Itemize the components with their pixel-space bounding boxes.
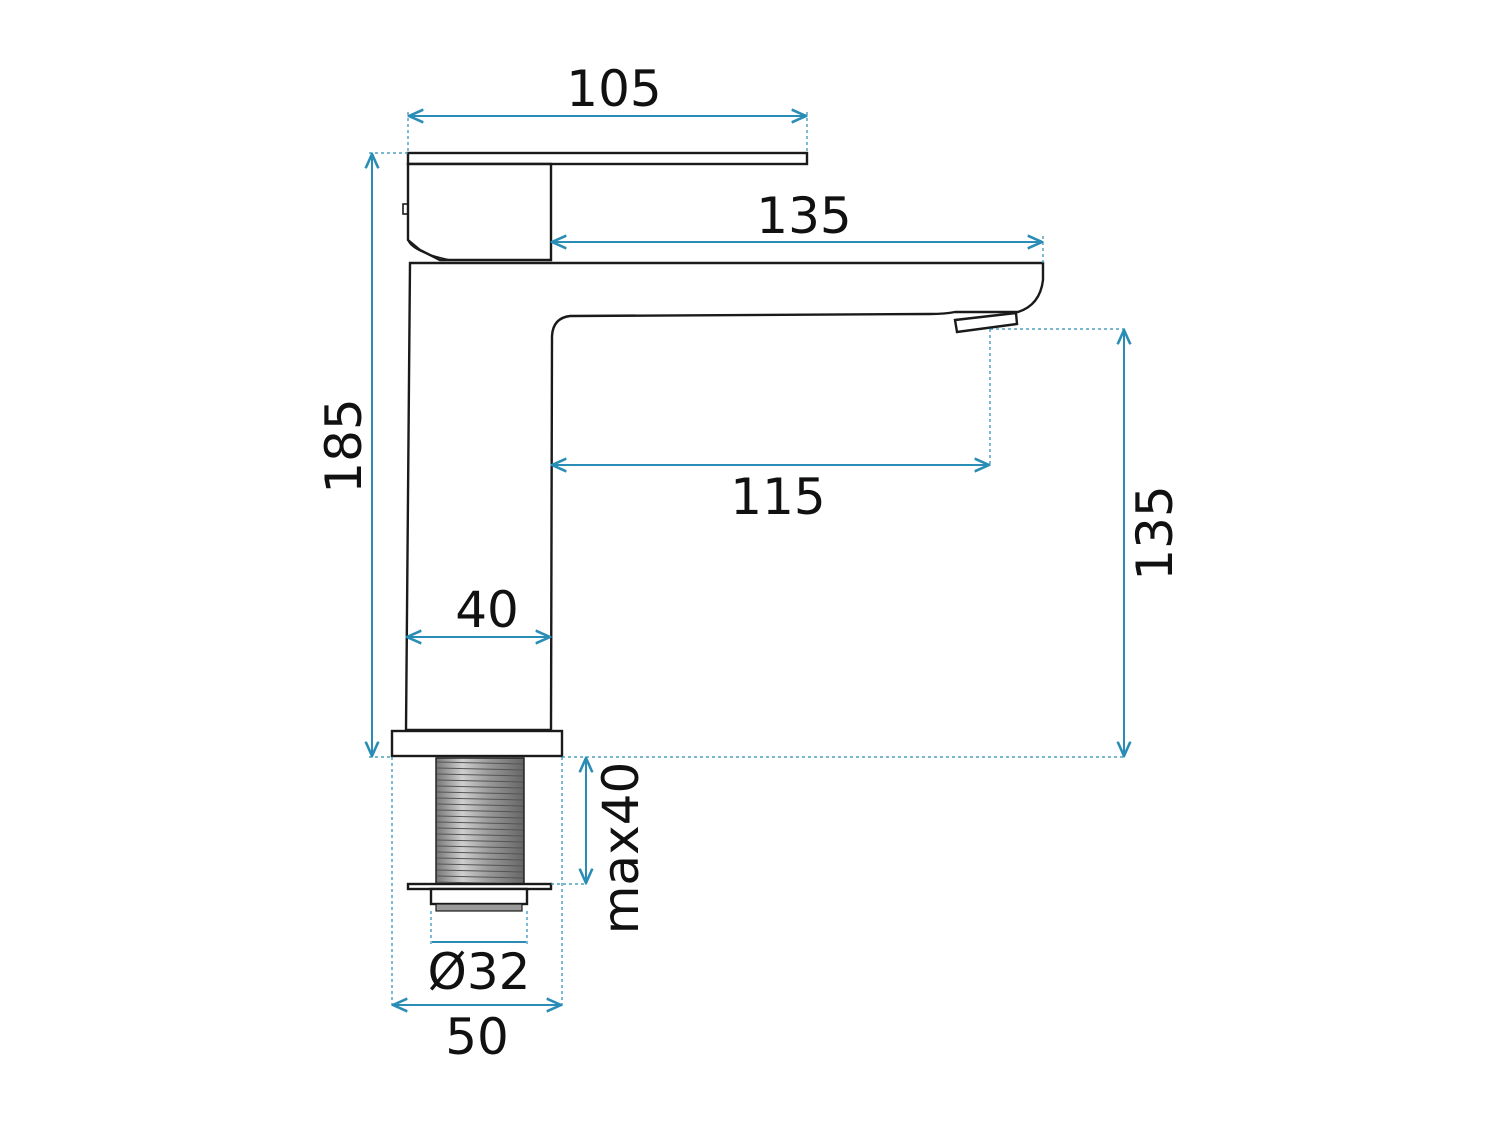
fixing-nut-bottom [435, 903, 523, 912]
thread-line [436, 821, 524, 825]
label-body-width: 40 [455, 581, 519, 639]
thread-line [436, 791, 524, 795]
handle-lever [406, 151, 809, 166]
dimension-labels: 105 135 185 115 135 40 max40 Ø32 50 [315, 60, 1184, 1066]
base-plate [390, 729, 564, 758]
thread-line [436, 773, 524, 777]
dimension-lines [372, 116, 1124, 1005]
thread-line [436, 761, 524, 765]
thread-line [436, 845, 524, 849]
thread-line [436, 797, 524, 801]
thread-line [436, 815, 524, 819]
label-outlet-height: 135 [1126, 485, 1184, 580]
thread-line [436, 803, 524, 807]
thread-line [436, 779, 524, 783]
thread-line [436, 851, 524, 855]
label-total-height: 185 [315, 398, 373, 493]
faucet-outline [390, 151, 1045, 912]
thread-line [436, 767, 524, 771]
aerator [953, 311, 1019, 334]
thread-line [436, 875, 524, 879]
thread-line [436, 785, 524, 789]
label-spout-reach: 135 [756, 187, 851, 245]
thread-line [436, 839, 524, 843]
handle-cartridge [406, 162, 553, 262]
label-max-thickness: max40 [592, 762, 650, 935]
thread-line [436, 863, 524, 867]
fixing-nut [429, 887, 529, 906]
thread-line [436, 809, 524, 813]
thread-line [436, 827, 524, 831]
handle-curve [407, 239, 451, 261]
faucet-body [404, 261, 1045, 732]
thread-line [436, 833, 524, 837]
handle-detail [402, 203, 409, 215]
thread-lines [436, 761, 524, 885]
label-base-width: 50 [445, 1008, 509, 1066]
label-lever-length: 105 [566, 60, 661, 118]
thread-line [436, 869, 524, 873]
label-outlet-reach: 115 [730, 468, 825, 526]
label-thread-diameter: Ø32 [428, 943, 531, 1001]
thread-line [436, 857, 524, 861]
